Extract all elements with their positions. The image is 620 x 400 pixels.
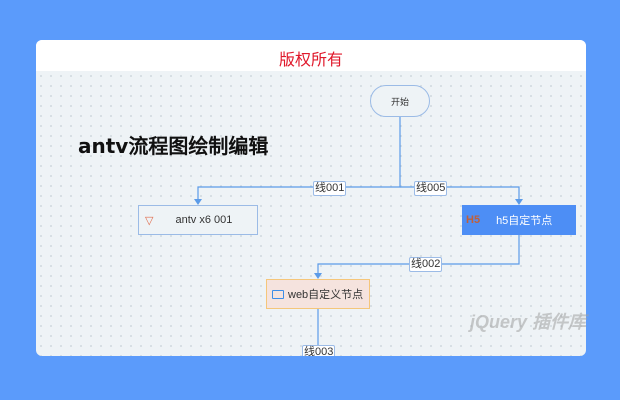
start-node[interactable]: 开始 (370, 85, 430, 117)
arrow-icon (515, 199, 523, 205)
edge-label-002[interactable]: 线002 (409, 257, 443, 272)
start-label: 开始 (390, 96, 409, 107)
web-node[interactable]: web自定义节点 (266, 279, 370, 309)
edge-line (197, 117, 401, 202)
monitor-icon (272, 289, 284, 299)
page-title: antv流程图绘制编辑 (78, 134, 269, 158)
arrow-icon (314, 273, 322, 279)
h5-node[interactable]: H5 h5自定节点 (462, 205, 576, 235)
h5-icon: H5 (466, 214, 481, 226)
h5-label: h5自定节点 (496, 215, 553, 227)
edge-label-003[interactable]: 线003 (302, 345, 336, 356)
antv-node[interactable]: ▽ antv x6 001 (138, 205, 258, 235)
header-title: 版权所有 (278, 52, 343, 69)
arrow-icon (194, 199, 202, 205)
antv-label: antv x6 001 (175, 214, 233, 226)
antv-logo-icon: ▽ (145, 214, 154, 227)
web-label: web自定义节点 (288, 289, 364, 301)
app-card: 版权所有 antv流程图绘制编辑 开始 ▽ antv x6 001 H5 h5自… (36, 40, 586, 356)
watermark-logo: jQuery 插件库 (470, 312, 587, 332)
edge-label-005[interactable]: 线005 (414, 181, 448, 196)
edge-label-001[interactable]: 线001 (313, 181, 347, 196)
header: 版权所有 (36, 40, 586, 71)
